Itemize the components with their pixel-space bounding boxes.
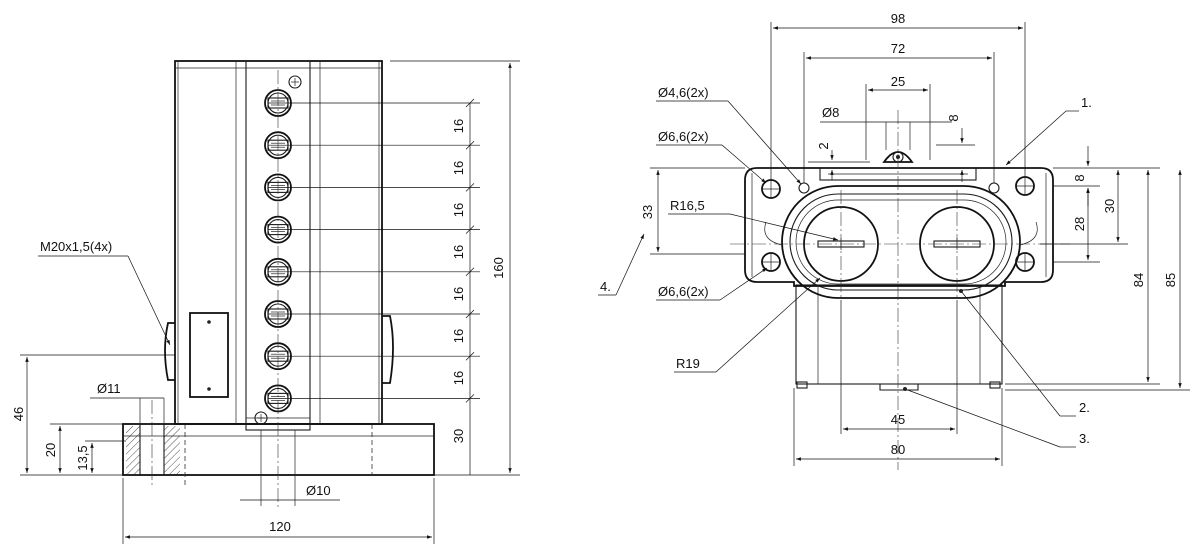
callout-3: 3.: [1079, 431, 1090, 446]
callout-4: 4.: [600, 279, 611, 294]
pitch-tick: [465, 183, 475, 192]
pitch-tick: [465, 394, 475, 403]
label-plate: [189, 312, 229, 398]
pitch-tick: [465, 351, 475, 361]
dim-top-r19: R19: [676, 356, 700, 371]
dim-side-13-5: 13,5: [75, 445, 90, 470]
callout-2: 2.: [1079, 400, 1090, 415]
dim-pitch-4: 16: [451, 245, 466, 259]
dim-top-84: 84: [1131, 273, 1146, 287]
small-hole-right: [988, 182, 1000, 194]
dim-pitch-7: 16: [451, 371, 466, 385]
dim-side-46: 46: [11, 407, 26, 421]
dim-top-8-vert: 8: [946, 114, 961, 121]
pitch-tick: [465, 140, 475, 150]
dim-top-85: 85: [1163, 273, 1178, 287]
section-hatch-left: [126, 426, 140, 474]
dim-side-d10: Ø10: [306, 483, 331, 498]
dim-top-2: 2: [816, 142, 831, 149]
pitch-tick: [465, 267, 475, 277]
dim-side-120: 120: [269, 519, 291, 534]
dim-side-m20: M20x1,5(4x): [40, 239, 112, 254]
cable-gland-left: [164, 322, 175, 381]
dim-top-30: 30: [1102, 199, 1117, 213]
small-hole-left: [798, 182, 810, 194]
cable-gland-right: [382, 315, 394, 384]
dim-side-160: 160: [491, 257, 506, 279]
screw-bottom: [254, 411, 268, 425]
dim-side-20: 20: [43, 443, 58, 457]
dim-top-8-right: 8: [1072, 174, 1087, 181]
dim-pitch-5: 16: [451, 287, 466, 301]
section-hatch-right: [164, 426, 180, 474]
dim-top-33: 33: [640, 205, 655, 219]
obround-frame-mid: [789, 193, 1013, 291]
dim-top-98: 98: [891, 11, 905, 26]
dim-top-28: 28: [1072, 217, 1087, 231]
top-view: 98 72 25 Ø8 8 2 33: [598, 11, 1190, 470]
dim-pitch-6: 16: [451, 329, 466, 343]
dim-top-72: 72: [891, 41, 905, 56]
dim-top-45: 45: [891, 412, 905, 427]
dim-side-30: 30: [451, 429, 466, 443]
dim-pitch-2: 16: [451, 161, 466, 175]
pitch-dimensions: [268, 98, 480, 403]
flange-plate: [744, 167, 1054, 287]
lower-housing: [795, 284, 1003, 385]
dim-side-d11: Ø11: [97, 381, 121, 396]
screw-top: [288, 75, 302, 89]
pitch-tick: [465, 309, 475, 319]
obround-frame-outer: [781, 185, 1021, 299]
dim-pitch-1: 16: [451, 119, 466, 133]
dim-top-d4-6: Ø4,6(2x): [658, 85, 709, 100]
dim-top-80: 80: [891, 442, 905, 457]
callout-1: 1.: [1081, 95, 1092, 110]
dim-top-d6-6-lower: Ø6,6(2x): [658, 284, 709, 299]
dim-top-d8: Ø8: [822, 105, 839, 120]
pitch-tick: [465, 225, 475, 234]
side-view: 16 16 16 16 16 16 16 30 160 46 20 13,5 Ø…: [11, 60, 520, 544]
dim-top-d6-6-upper: Ø6,6(2x): [658, 129, 709, 144]
dim-top-r16-5: R16,5: [670, 198, 705, 213]
dim-pitch-3: 16: [451, 203, 466, 217]
dim-top-25: 25: [891, 74, 905, 89]
pitch-tick: [465, 98, 475, 108]
